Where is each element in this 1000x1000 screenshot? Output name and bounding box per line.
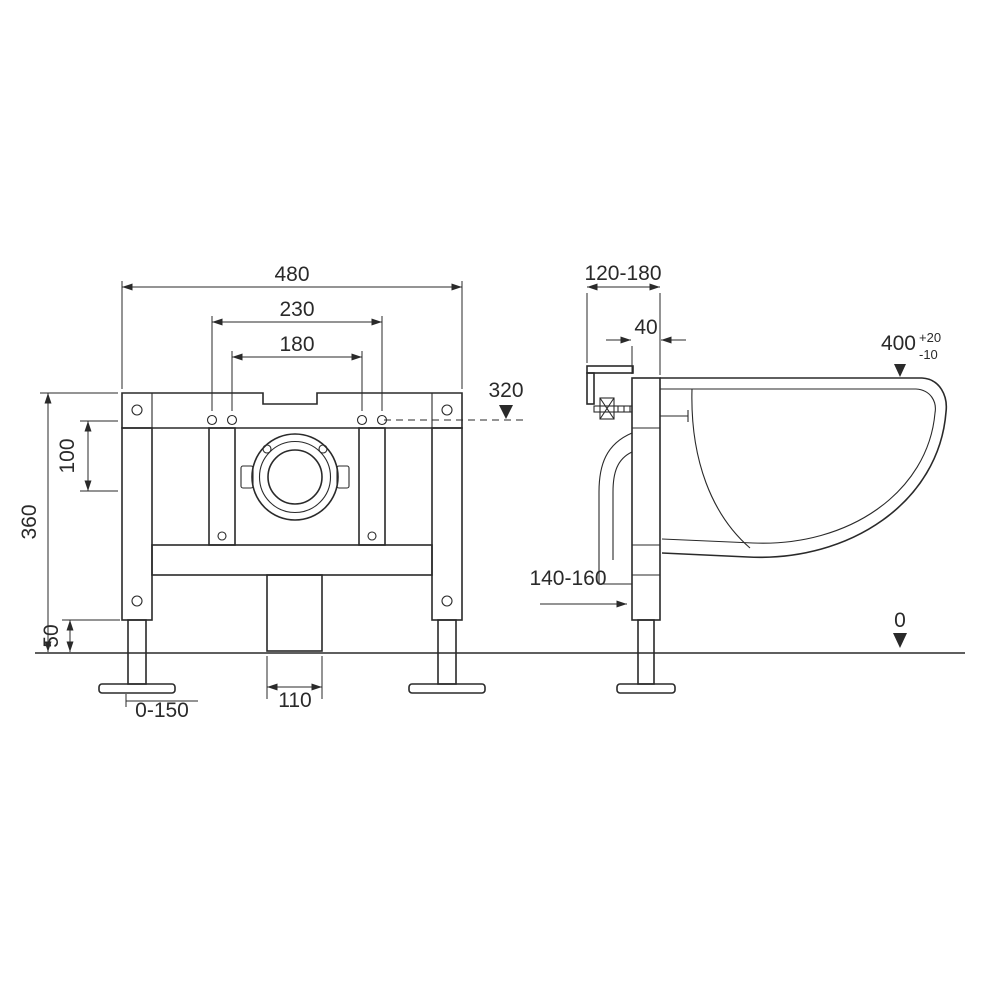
dim-400-tol-plus: +20 [919, 330, 941, 345]
level-0-marker [893, 633, 907, 648]
drain-flange-mid [258, 440, 332, 514]
dim-100-label: 100 [56, 438, 79, 473]
drain-bolt-right [318, 444, 328, 454]
frame-profile [631, 377, 661, 621]
bolt-hole [226, 414, 238, 426]
drawing-linework [35, 281, 965, 707]
dim-0-150 [125, 694, 198, 707]
side-foot-tube [637, 619, 655, 685]
wall-screw-hole [131, 404, 143, 416]
right-strut [358, 427, 386, 546]
left-foot-tube [127, 619, 147, 685]
dim-360 [40, 392, 118, 652]
left-leg [121, 427, 153, 621]
bowl-trap [691, 388, 751, 549]
right-foot-tube [437, 619, 457, 685]
anchor-nut [599, 397, 615, 420]
level-320-label: 320 [488, 379, 523, 402]
wall-bracket-arm [586, 365, 634, 374]
bowl-outer [661, 377, 948, 559]
dim-140-160-label: 140-160 [529, 567, 606, 590]
bolt-hole [206, 414, 218, 426]
drain-flange-outer [251, 433, 339, 521]
dim-50-label: 50 [40, 624, 63, 647]
strut-hole [217, 531, 227, 541]
drawing-labels: 480 230 180 320 100 360 50 0-150 110 120… [18, 262, 941, 722]
strut-hole [367, 531, 377, 541]
top-rail [121, 392, 463, 429]
dim-360-label: 360 [18, 504, 41, 539]
dim-480 [121, 281, 463, 389]
drain-flange-inner [267, 449, 323, 505]
dim-110-label: 110 [278, 689, 311, 712]
drain-bolt-left [262, 444, 272, 454]
dim-100 [80, 420, 118, 492]
level-320-marker [499, 405, 513, 419]
left-strut [208, 427, 236, 546]
dim-230 [211, 316, 383, 411]
flush-bend-inner [612, 451, 633, 560]
wall-bracket-plate [586, 372, 595, 405]
dim-180-label: 180 [279, 333, 314, 356]
left-foot-plate [98, 683, 176, 694]
wall-screw-hole [441, 595, 453, 607]
flush-bend-outer [598, 432, 633, 585]
dim-400-tol-minus: -10 [919, 347, 938, 362]
bolt-hole [356, 414, 368, 426]
dim-180 [231, 351, 363, 411]
side-foot-plate [616, 683, 676, 694]
level-0-label: 0 [894, 609, 906, 632]
wall-screw-hole [441, 404, 453, 416]
dim-480-label: 480 [274, 263, 309, 286]
level-400-marker [894, 364, 906, 377]
wall-screw-hole [131, 595, 143, 607]
nut-hatch [599, 397, 615, 420]
right-leg [431, 427, 463, 621]
dim-400-label: 400 [881, 332, 916, 355]
dim-50 [62, 619, 120, 652]
drain-clamp-left [240, 465, 254, 489]
front-view [98, 392, 528, 694]
outlet-pipe [266, 574, 323, 652]
dim-120-180-label: 120-180 [584, 262, 661, 285]
side-view [586, 365, 948, 694]
dim-110 [266, 656, 323, 699]
dim-40 [606, 336, 686, 374]
bowl-inner [661, 388, 936, 544]
drain-clamp-right [336, 465, 350, 489]
dimensions [40, 281, 686, 707]
dim-40-label: 40 [634, 316, 657, 339]
right-foot-plate [408, 683, 486, 694]
bottom-rail [151, 544, 433, 576]
dim-0-150-label: 0-150 [135, 699, 189, 722]
dim-230-label: 230 [279, 298, 314, 321]
